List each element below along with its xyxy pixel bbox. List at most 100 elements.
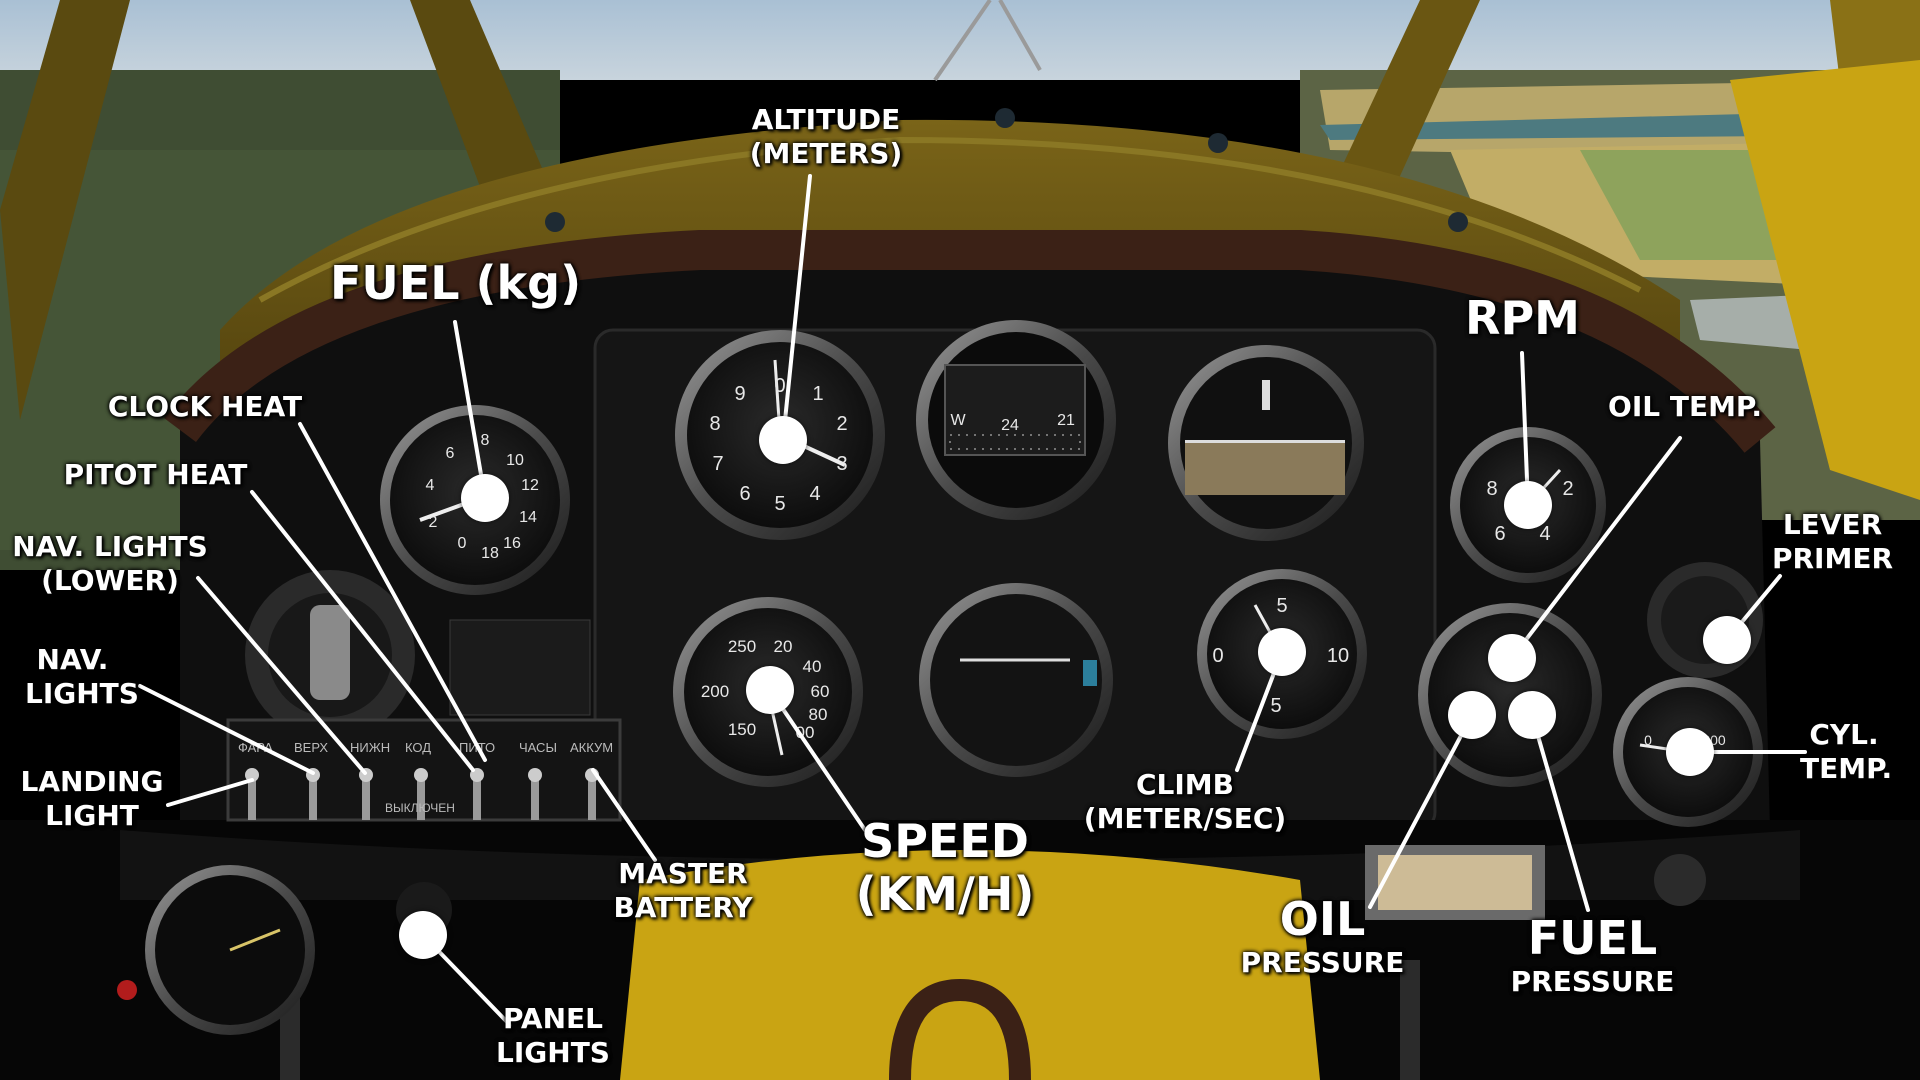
speed-number: 250	[728, 637, 756, 656]
cyl-number: 0	[1644, 732, 1652, 748]
callout-line-master	[591, 768, 657, 862]
compass-number: 21	[1057, 412, 1075, 429]
cyl-temp-label: CYL. TEMP.	[1800, 718, 1893, 786]
callout-line-landing	[166, 778, 254, 807]
altimeter-number: 9	[734, 383, 745, 405]
climb-number: 5	[1270, 695, 1281, 717]
callout-line-fuel	[453, 320, 487, 500]
left-strut	[0, 0, 130, 420]
fuel-number: 14	[519, 509, 537, 526]
pitot-heat-label: PITOT HEAT	[63, 458, 248, 491]
speed-number: 40	[803, 657, 822, 676]
callout-line-pitot-heat	[250, 490, 475, 772]
speed-marker-dot	[746, 666, 794, 714]
rpm-marker-dot	[1504, 481, 1552, 529]
nav-lights-label: NAV. LIGHTS	[25, 643, 139, 711]
oil-pressure-marker-dot	[1448, 691, 1496, 739]
nav-lights-lower-label: NAV. LIGHTS (LOWER)	[12, 530, 208, 598]
switch-label: АККУМ	[570, 740, 613, 755]
altimeter-number: 0	[774, 375, 785, 397]
clock-heat-label: CLOCK HEAT	[107, 390, 303, 423]
switch-labels: ФАРА ВЕРХ НИЖН КОД ПИТО ЧАСЫ АККУМ ВЫКЛЮ…	[238, 740, 613, 815]
fuel-number: 16	[503, 535, 521, 552]
turn-indicator	[919, 583, 1113, 777]
callout-line-fuel-pressure	[1530, 713, 1590, 912]
callout-line-altitude	[781, 174, 812, 442]
fuel-number: 12	[521, 477, 539, 494]
rpm-label: RPM	[1465, 291, 1580, 345]
fuel-pressure-marker-dot	[1508, 691, 1556, 739]
oil-temp-label: OIL TEMP.	[1608, 390, 1762, 423]
sky	[0, 0, 1920, 80]
altimeter-number: 4	[809, 483, 820, 505]
climb-number: 10	[1327, 645, 1349, 667]
callout-line-rpm	[1520, 351, 1530, 507]
altimeter-number: 8	[709, 413, 720, 435]
speed-number: 80	[809, 705, 828, 724]
oil-pressure-label: OIL PRESSURE	[1240, 892, 1405, 979]
callout-line-nav	[138, 684, 315, 775]
speed-number: 200	[701, 682, 729, 701]
callout-line-speed	[768, 688, 867, 832]
speed-number: 20	[774, 637, 793, 656]
attitude-indicator	[1168, 345, 1364, 541]
rpm-number: 4	[1539, 523, 1550, 545]
switch-label: ВЕРХ	[294, 740, 328, 755]
panel-lights-marker-dot	[399, 911, 447, 959]
speed-number: 150	[728, 720, 756, 739]
fuel-number: 18	[481, 545, 499, 562]
rpm-number: 8	[1486, 478, 1497, 500]
lever-primer-label: LEVER PRIMER	[1771, 508, 1894, 576]
landing-light-label: LANDING LIGHT	[20, 765, 164, 833]
altitude-label: ALTITUDE (METERS)	[749, 103, 903, 171]
magneto-panel	[449, 619, 591, 716]
rpm-number: 6	[1494, 523, 1505, 545]
fuel-pressure-label: FUEL PRESSURE	[1510, 911, 1675, 998]
climb-marker-dot	[1258, 628, 1306, 676]
altimeter-number: 3	[836, 453, 847, 475]
switch-label: ЧАСЫ	[519, 740, 557, 755]
engine-triple-gauge	[1418, 603, 1602, 787]
altimeter-number: 1	[812, 383, 823, 405]
gauge-numbers: 0 1 2 3 4 5 6 7 8 9 0 2 4 6 8 10 12 14 1…	[426, 375, 1726, 748]
fuel-marker-dot	[461, 474, 509, 522]
compass-number: 24	[1001, 417, 1019, 434]
switch-label: КОД	[405, 740, 431, 755]
switch-label: НИЖН	[350, 740, 390, 755]
clock-gauge	[117, 865, 315, 1035]
callout-line-oil-pressure	[1368, 713, 1474, 909]
panel-lights-label: PANEL LIGHTS	[496, 1002, 610, 1070]
oil-temp-marker-dot	[1488, 634, 1536, 682]
lever-primer-marker-dot	[1703, 616, 1751, 664]
altitude-marker-dot	[759, 416, 807, 464]
fuel-number: 8	[481, 432, 490, 449]
compass	[916, 320, 1116, 520]
switch-label: ФАРА	[238, 740, 273, 755]
fuel-number: 4	[426, 477, 435, 494]
climb-number: 0	[1212, 645, 1223, 667]
altimeter-number: 2	[836, 413, 847, 435]
magneto-selector	[245, 570, 415, 740]
callout-line-nav-lower	[196, 576, 367, 775]
fuel-label: FUEL (kg)	[330, 256, 582, 310]
master-battery-label: MASTER BATTERY	[613, 857, 753, 925]
speed-label: SPEED (KM/H)	[855, 814, 1035, 921]
callout-line-oil-temp	[1510, 436, 1682, 660]
fuselage	[620, 850, 1320, 1080]
altimeter-number: 7	[712, 453, 723, 475]
callout-line-clock-heat	[298, 422, 487, 762]
altimeter-number: 6	[739, 483, 750, 505]
fuel-number: 10	[506, 452, 524, 469]
switch-off-label: ВЫКЛЮЧЕН	[385, 801, 455, 815]
climb-number: 5	[1276, 595, 1287, 617]
fuel-number: 0	[458, 535, 467, 552]
altimeter-number: 5	[774, 493, 785, 515]
fuel-number: 6	[446, 445, 455, 462]
climb-label: CLIMB (METER/SEC)	[1083, 768, 1287, 836]
cyl-temp-marker-dot	[1666, 728, 1714, 776]
rpm-number: 2	[1562, 478, 1573, 500]
fuel-number: 2	[429, 514, 438, 531]
compass-number: W	[950, 412, 966, 429]
